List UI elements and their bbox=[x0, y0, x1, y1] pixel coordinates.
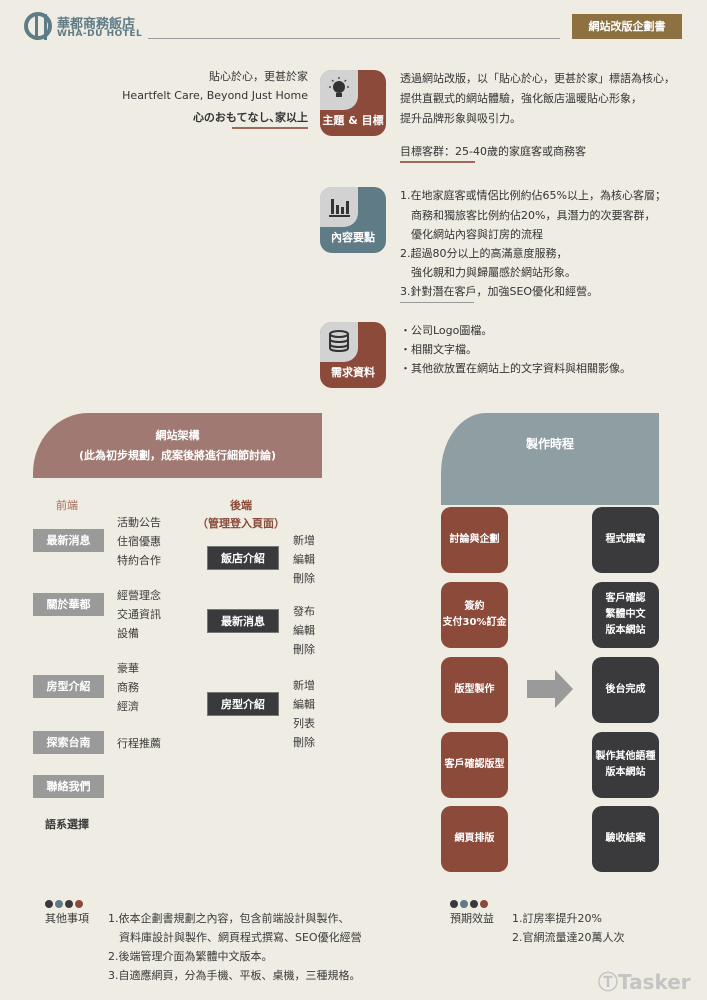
lightbulb-icon bbox=[329, 77, 349, 97]
notes-line: 資料庫設計與製作、網頁程式撰寫、SEO優化經營 bbox=[108, 931, 362, 944]
back-module-news: 最新消息 bbox=[207, 609, 279, 633]
requirement-item: ・其他欲放置在網站上的文字資料與相關影像。 bbox=[400, 362, 631, 375]
front-subitem: 豪華 bbox=[117, 662, 139, 675]
database-icon bbox=[329, 330, 349, 353]
decorative-dots bbox=[450, 898, 490, 911]
frontend-label: 前端 bbox=[56, 499, 78, 512]
effects-line: 1.訂房率提升20% bbox=[512, 912, 602, 925]
tagline-jp: 心のおもてなし､家以上 bbox=[192, 111, 308, 124]
brand-name-cn: 華都商務飯店 bbox=[57, 17, 136, 32]
section-underline bbox=[400, 302, 474, 303]
front-subitem: 設備 bbox=[117, 627, 139, 640]
front-subitem: 經營理念 bbox=[117, 589, 161, 602]
requirements-label: 需求資料 bbox=[331, 366, 375, 379]
back-op: 刪除 bbox=[293, 736, 315, 749]
decorative-dots bbox=[45, 898, 85, 911]
theme-text-line: 透過網站改版，以「貼心於心，更甚於家」標語為核心， bbox=[400, 72, 675, 85]
backend-label: 後端 bbox=[230, 499, 252, 512]
arrow-right-icon bbox=[527, 670, 573, 708]
content-points-tile: 內容要點 bbox=[320, 187, 386, 253]
timeline-header: 製作時程 bbox=[441, 413, 659, 505]
content-text-line: 2.超過80分以上的高滿意度服務， bbox=[400, 247, 568, 260]
back-op: 列表 bbox=[293, 717, 315, 730]
effects-line: 2.官網流量達20萬人次 bbox=[512, 931, 625, 944]
front-nav-news: 最新消息 bbox=[33, 529, 104, 552]
back-op: 刪除 bbox=[293, 643, 315, 656]
requirements-tile: 需求資料 bbox=[320, 322, 386, 388]
backend-sublabel: （管理登入頁面） bbox=[197, 517, 285, 530]
front-nav-explore: 探索台南 bbox=[33, 731, 104, 754]
content-text-line: 商務和獨旅客比例約佔20%，具潛力的次要客群， bbox=[400, 209, 656, 222]
timeline-step: 版型製作 bbox=[441, 657, 508, 723]
theme-text-line: 提供直觀式的網站體驗，強化飯店溫暖貼心形象， bbox=[400, 92, 642, 105]
timeline-step: 討論與企劃 bbox=[441, 507, 508, 573]
content-text-line: 3.針對潛在客戶，加強SEO優化和經營。 bbox=[400, 285, 599, 298]
notes-line: 2.後端管理介面為繁體中文版本。 bbox=[108, 950, 273, 963]
timeline-step: 程式撰寫 bbox=[592, 507, 659, 573]
requirement-item: ・相關文字檔。 bbox=[400, 343, 477, 356]
document-title-badge: 網站改版企劃書 bbox=[572, 14, 682, 39]
front-nav-contact: 聯絡我們 bbox=[33, 775, 104, 798]
front-subitem: 交通資訊 bbox=[117, 608, 161, 621]
content-text-line: 強化親和力與歸屬感於網站形象。 bbox=[400, 266, 576, 279]
theme-goal-tile: 主題 & 目標 bbox=[320, 70, 386, 136]
notes-title: 其他事項 bbox=[45, 912, 89, 925]
notes-line: 1.依本企劃書規劃之內容，包含前端設計與製作、 bbox=[108, 912, 350, 925]
front-nav-about: 關於華都 bbox=[33, 593, 104, 616]
content-text-line: 1.在地家庭客或情侶比例約佔65%以上，為核心客層； bbox=[400, 189, 666, 202]
back-op: 編輯 bbox=[293, 624, 315, 637]
section-underline bbox=[400, 161, 475, 163]
bar-chart-icon bbox=[329, 199, 350, 217]
front-subitem: 特約合作 bbox=[117, 554, 161, 567]
watermark-text: Tasker bbox=[618, 970, 691, 994]
timeline-step: 網頁排版 bbox=[441, 806, 508, 872]
front-subitem: 活動公告 bbox=[117, 516, 161, 529]
front-subitem: 商務 bbox=[117, 681, 139, 694]
timeline-step: 驗收結案 bbox=[592, 806, 659, 872]
header-divider bbox=[148, 38, 560, 39]
content-text-line: 優化網站內容與訂房的流程 bbox=[400, 228, 543, 241]
tasker-logo-icon: Ⓣ bbox=[598, 970, 618, 994]
content-points-label: 內容要點 bbox=[331, 231, 375, 244]
requirement-item: ・公司Logo圖檔。 bbox=[400, 324, 493, 337]
language-select-label: 語系選擇 bbox=[45, 818, 89, 831]
back-op: 發布 bbox=[293, 605, 315, 618]
front-subitem: 經濟 bbox=[117, 700, 139, 713]
architecture-subtitle: (此為初步規劃，成案後將進行細節討論) bbox=[78, 449, 277, 462]
back-op: 刪除 bbox=[293, 572, 315, 585]
theme-goal-label: 主題 & 目標 bbox=[322, 114, 384, 127]
theme-text-line: 提升品牌形象與吸引力。 bbox=[400, 112, 521, 125]
front-nav-rooms: 房型介紹 bbox=[33, 675, 104, 698]
target-audience: 目標客群：25-40歲的家庭客或商務客 bbox=[400, 145, 586, 158]
tagline-cn: 貼心於心，更甚於家 bbox=[209, 70, 308, 83]
timeline-step: 後台完成 bbox=[592, 657, 659, 723]
back-op: 新增 bbox=[293, 534, 315, 547]
back-op: 編輯 bbox=[293, 698, 315, 711]
back-op: 新增 bbox=[293, 679, 315, 692]
front-subitem: 住宿優惠 bbox=[117, 535, 161, 548]
timeline-title: 製作時程 bbox=[525, 437, 574, 451]
brand-name-en: WHA-DU HOTEL bbox=[57, 29, 143, 39]
notes-line: 3.自適應網頁，分為手機、平板、桌機，三種規格。 bbox=[108, 969, 361, 982]
timeline-step: 客戶確認版型 bbox=[441, 732, 508, 798]
architecture-header: 網站架構 (此為初步規劃，成案後將進行細節討論) bbox=[33, 413, 322, 478]
timeline-step: 簽約 支付30%訂金 bbox=[441, 582, 508, 648]
timeline-step: 製作其他語種 版本網站 bbox=[592, 732, 659, 798]
effects-title: 預期效益 bbox=[450, 912, 494, 925]
watermark: ⓉTasker bbox=[598, 966, 691, 995]
architecture-title: 網站架構 bbox=[155, 429, 200, 442]
back-op: 編輯 bbox=[293, 553, 315, 566]
hotel-logo-icon bbox=[24, 12, 52, 40]
tagline-underline bbox=[232, 127, 308, 129]
back-module-hotel: 飯店介紹 bbox=[207, 546, 279, 570]
back-module-rooms: 房型介紹 bbox=[207, 692, 279, 716]
front-subitem: 行程推薦 bbox=[117, 737, 161, 750]
tagline-en: Heartfelt Care, Beyond Just Home bbox=[122, 89, 308, 102]
timeline-step: 客戶確認 繁體中文 版本網站 bbox=[592, 582, 659, 648]
